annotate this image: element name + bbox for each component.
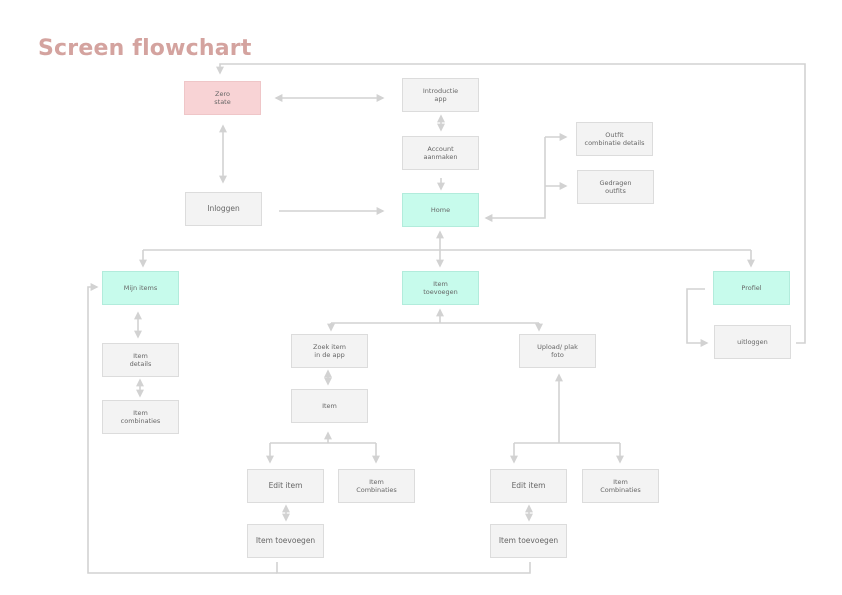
connector xyxy=(87,283,277,574)
node-home: Home xyxy=(402,193,479,227)
node-introductie-app: Introductie app xyxy=(402,78,479,112)
node-mijn-items: Mijn items xyxy=(102,271,179,305)
node-edit-item-2: Edit item xyxy=(490,469,567,503)
node-zoek-item: Zoek item in de app xyxy=(291,334,368,368)
connector xyxy=(686,288,709,347)
node-item-toevoegen: Item toevoegen xyxy=(402,271,479,305)
node-inloggen: Inloggen xyxy=(185,192,262,226)
connector xyxy=(276,562,531,574)
node-item-combinaties: Item combinaties xyxy=(102,400,179,434)
node-item-combinaties-1: Item Combinaties xyxy=(338,469,415,503)
node-account-aanmaken: Account aanmaken xyxy=(402,136,479,170)
connector xyxy=(216,63,806,344)
node-outfit-combinatie-details: Outfit combinatie details xyxy=(576,122,653,156)
node-item: Item xyxy=(291,389,368,423)
node-item-toevoegen-2: Item toevoegen xyxy=(490,524,567,558)
node-zero-state: Zero state xyxy=(184,81,261,115)
node-edit-item-1: Edit item xyxy=(247,469,324,503)
page-title: Screen flowchart xyxy=(38,36,252,61)
node-item-toevoegen-1: Item toevoegen xyxy=(247,524,324,558)
connector xyxy=(484,137,546,222)
node-profiel: Profiel xyxy=(713,271,790,305)
node-upload-foto: Upload/ plak foto xyxy=(519,334,596,368)
node-gedragen-outfits: Gedragen outfits xyxy=(577,170,654,204)
node-uitloggen: uitloggen xyxy=(714,325,791,359)
node-item-details: Item details xyxy=(102,343,179,377)
node-item-combinaties-2: Item Combinaties xyxy=(582,469,659,503)
